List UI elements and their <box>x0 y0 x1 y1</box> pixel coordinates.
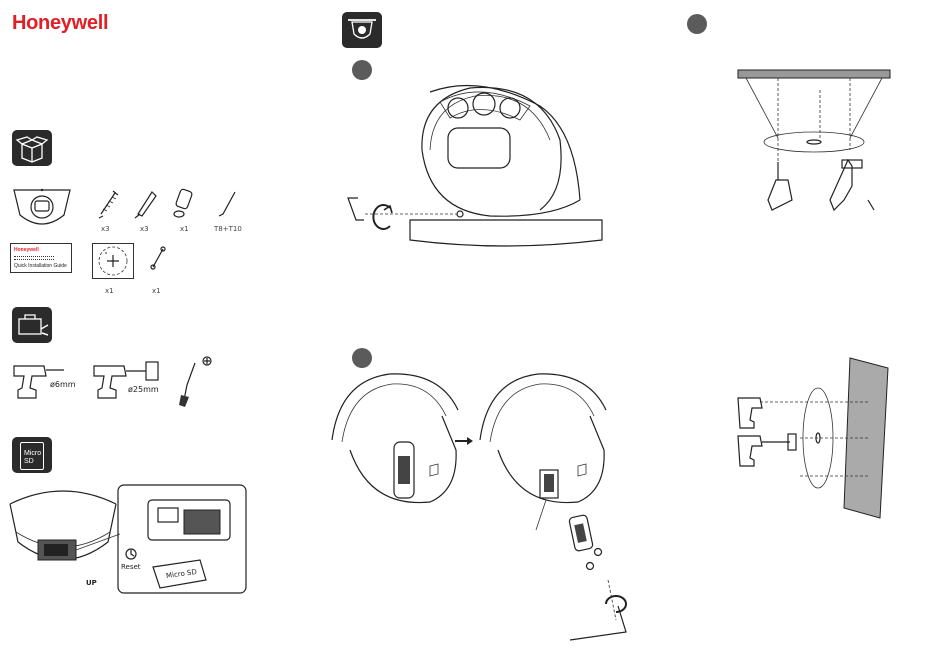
screw-icon <box>95 190 120 220</box>
micro-sd-icon: Micro SD <box>12 437 52 473</box>
box-icon <box>12 130 52 166</box>
drill-25mm-icon <box>92 358 162 405</box>
camera-top-view <box>12 185 72 235</box>
ceiling-mount-icon <box>342 12 382 48</box>
template-qty: x1 <box>105 287 114 295</box>
sd-icon-text: Micro SD <box>24 450 40 466</box>
ceiling-install-diagram <box>738 70 890 220</box>
screwdriver-icon <box>175 355 215 407</box>
sd-slot-diagram: Reset Micro SD UP <box>8 482 248 597</box>
toolbox-icon <box>12 307 52 343</box>
cable-icon <box>145 245 170 275</box>
step-circle-3 <box>687 14 707 34</box>
drill-6mm-label: ø6mm <box>50 380 76 389</box>
step-circle-1 <box>352 60 372 80</box>
guide-title: Quick Installation Guide <box>14 263 67 269</box>
cable-qty: x1 <box>152 287 161 295</box>
camera-side-view-2 <box>478 370 608 515</box>
screw-qty: x3 <box>101 225 110 233</box>
brand-logo: Honeywell <box>12 12 108 35</box>
quick-guide-card: Honeywell Quick Installation Guide <box>10 243 72 273</box>
wall-install-diagram <box>730 358 892 523</box>
connector-icon <box>170 188 195 220</box>
up-label: UP <box>86 579 97 587</box>
drill-25mm-label: ø25mm <box>128 385 159 394</box>
torx-wrench-icon <box>215 190 240 220</box>
wrench-qty: T8+T10 <box>214 225 242 233</box>
arrow-icon <box>455 436 475 446</box>
reset-label: Reset <box>121 563 141 571</box>
step-circle-2 <box>352 348 372 368</box>
anchor-qty: x3 <box>140 225 149 233</box>
connector-qty: x1 <box>180 225 189 233</box>
dome-camera-front <box>340 80 610 260</box>
sd-cover-removal <box>530 500 640 645</box>
camera-side-view-1 <box>330 370 460 515</box>
mounting-template <box>92 243 134 279</box>
anchor-icon <box>132 190 157 220</box>
guide-brand: Honeywell <box>14 247 39 253</box>
